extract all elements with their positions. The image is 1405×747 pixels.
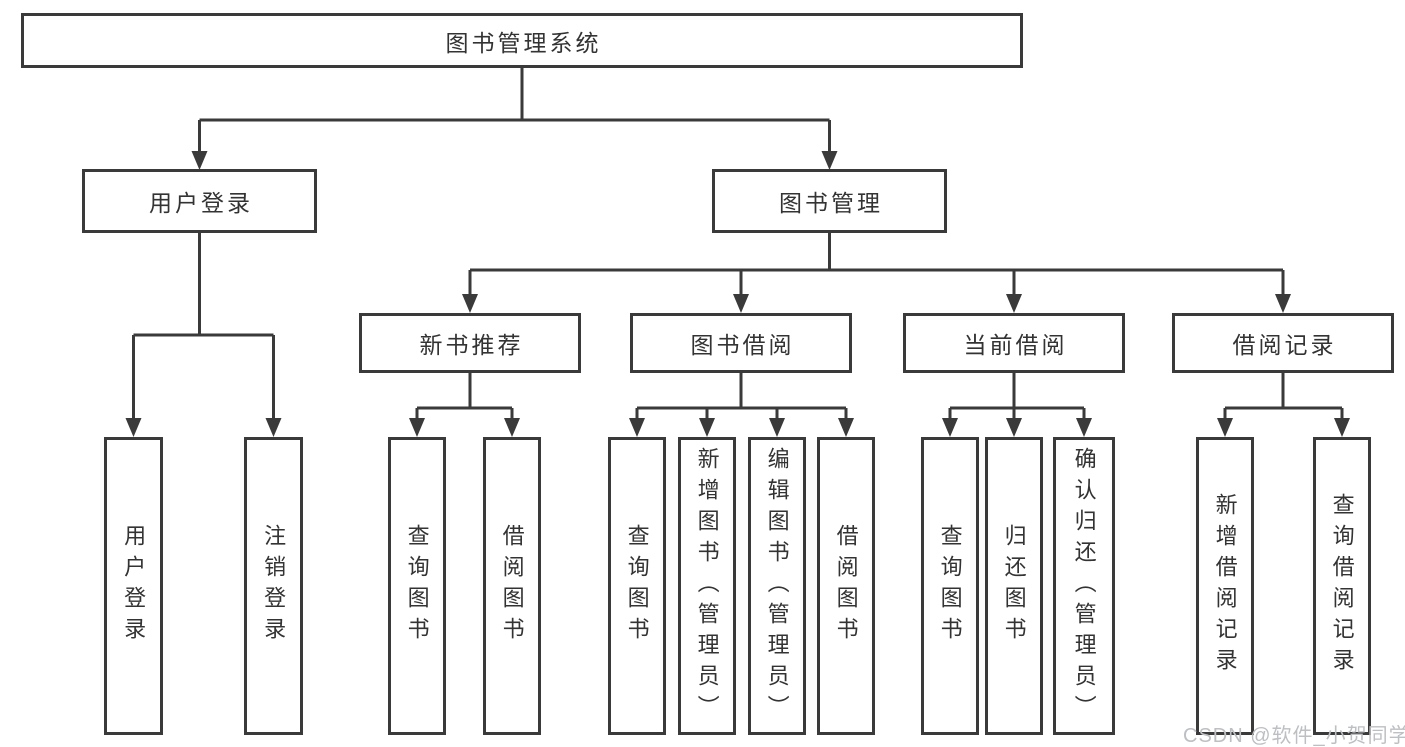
node-label: 查询借阅记录 <box>1329 493 1355 679</box>
leaf-user-login: 用户登录 <box>104 437 163 735</box>
node-label: 图书管理系统 <box>445 29 602 56</box>
node-label: 注销登录 <box>261 524 287 648</box>
node-label: 查询图书 <box>624 524 650 648</box>
leaf-borrow-add-books-admin: 新增图书（管理员） <box>678 437 736 735</box>
leaf-logout: 注销登录 <box>244 437 303 735</box>
node-label: 归还图书 <box>1001 524 1027 648</box>
node-label: 查询图书 <box>937 524 963 648</box>
node-user-login: 用户登录 <box>82 169 317 233</box>
node-label: 查询图书 <box>404 524 430 648</box>
node-current-borrow: 当前借阅 <box>903 313 1125 373</box>
node-label: 新书推荐 <box>419 332 524 358</box>
leaf-records-add-record: 新增借阅记录 <box>1196 437 1254 735</box>
node-label: 新增图书（管理员） <box>694 446 720 726</box>
node-root: 图书管理系统 <box>21 13 1023 68</box>
node-label: 借阅图书 <box>499 524 525 648</box>
node-borrow-records: 借阅记录 <box>1172 313 1394 373</box>
watermark: CSDN @软件_小贺同学 <box>1183 725 1405 747</box>
node-label: 借阅图书 <box>833 524 859 648</box>
node-book-management: 图书管理 <box>712 169 947 233</box>
leaf-current-return-books: 归还图书 <box>985 437 1043 735</box>
leaf-borrow-borrow-books: 借阅图书 <box>817 437 875 735</box>
node-label: 用户登录 <box>121 524 147 648</box>
node-label: 图书借阅 <box>690 332 795 358</box>
leaf-recommend-query-books: 查询图书 <box>388 437 446 735</box>
leaf-recommend-borrow-books: 借阅图书 <box>483 437 541 735</box>
node-label: 图书管理 <box>779 190 883 216</box>
node-new-book-recommend: 新书推荐 <box>359 313 581 373</box>
leaf-borrow-edit-books-admin: 编辑图书（管理员） <box>748 437 806 735</box>
node-label: 编辑图书（管理员） <box>764 446 790 726</box>
node-label: 用户登录 <box>149 190 253 216</box>
leaf-current-confirm-return-admin: 确认归还（管理员） <box>1053 437 1115 735</box>
node-label: 确认归还（管理员） <box>1071 446 1097 726</box>
leaf-borrow-query-books: 查询图书 <box>608 437 666 735</box>
node-label: 当前借阅 <box>963 332 1068 358</box>
leaf-records-query-record: 查询借阅记录 <box>1313 437 1371 735</box>
node-label: 借阅记录 <box>1232 332 1337 358</box>
node-book-borrow: 图书借阅 <box>630 313 852 373</box>
node-label: 新增借阅记录 <box>1212 493 1238 679</box>
leaf-current-query-books: 查询图书 <box>921 437 979 735</box>
